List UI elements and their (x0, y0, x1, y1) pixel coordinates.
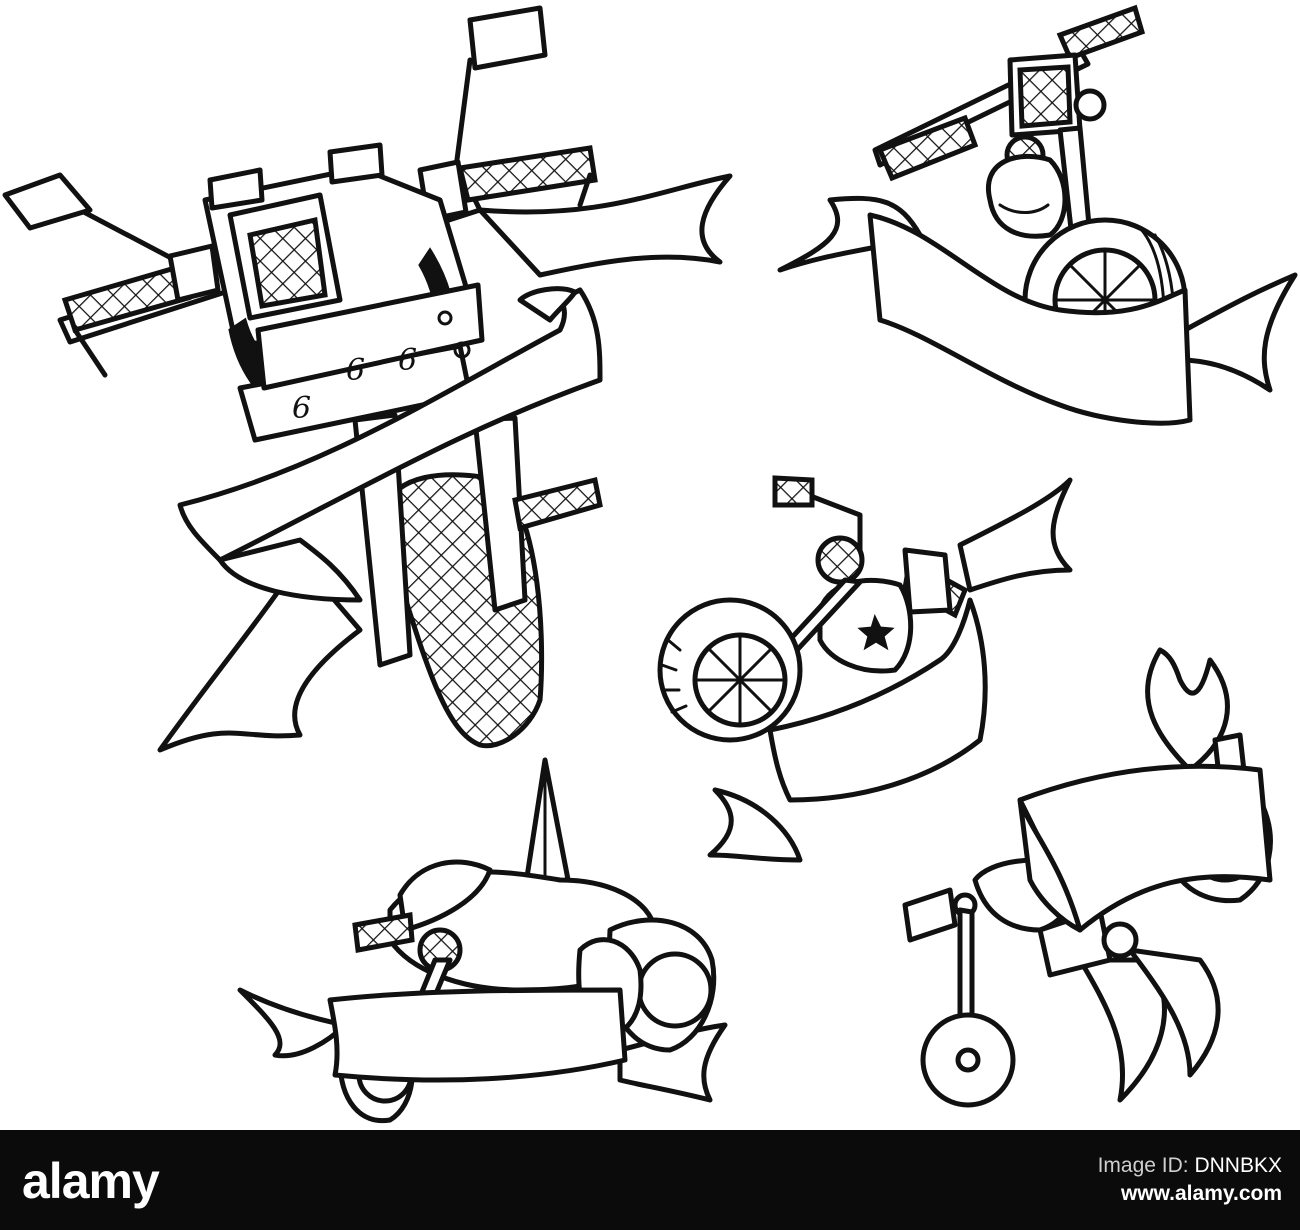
chopper-motorcycle (657, 475, 1073, 863)
alamy-logo: alamy (22, 1152, 160, 1210)
image-id-line: Image ID: DNNBKX (1098, 1152, 1282, 1180)
footer-bar: alamy Image ID: DNNBKX www.alamy.com (0, 1130, 1300, 1230)
speedometer-digit-1: 6 (292, 391, 311, 426)
speedometer-digit-3: 6 (398, 343, 417, 378)
image-id-label: Image ID: (1097, 1154, 1189, 1177)
alamy-logo-icon: alamy (22, 1153, 160, 1209)
cruiser-motorcycle (777, 4, 1298, 426)
motorcycle-illustration: 6 6 6 (2, 4, 1298, 1124)
footer-url[interactable]: www.alamy.com (1120, 1182, 1282, 1205)
large-motorcycle-front: 6 6 6 (2, 5, 733, 753)
trike-motorcycle (237, 757, 728, 1124)
vintage-motorcycle (902, 647, 1273, 1108)
artwork-canvas: 6 6 6 (2, 4, 1298, 1124)
image-credit: Image ID: DNNBKX www.alamy.com (1098, 1152, 1282, 1208)
speedometer-digit-2: 6 (346, 353, 365, 388)
image-id-value: DNNBKX (1194, 1154, 1282, 1177)
